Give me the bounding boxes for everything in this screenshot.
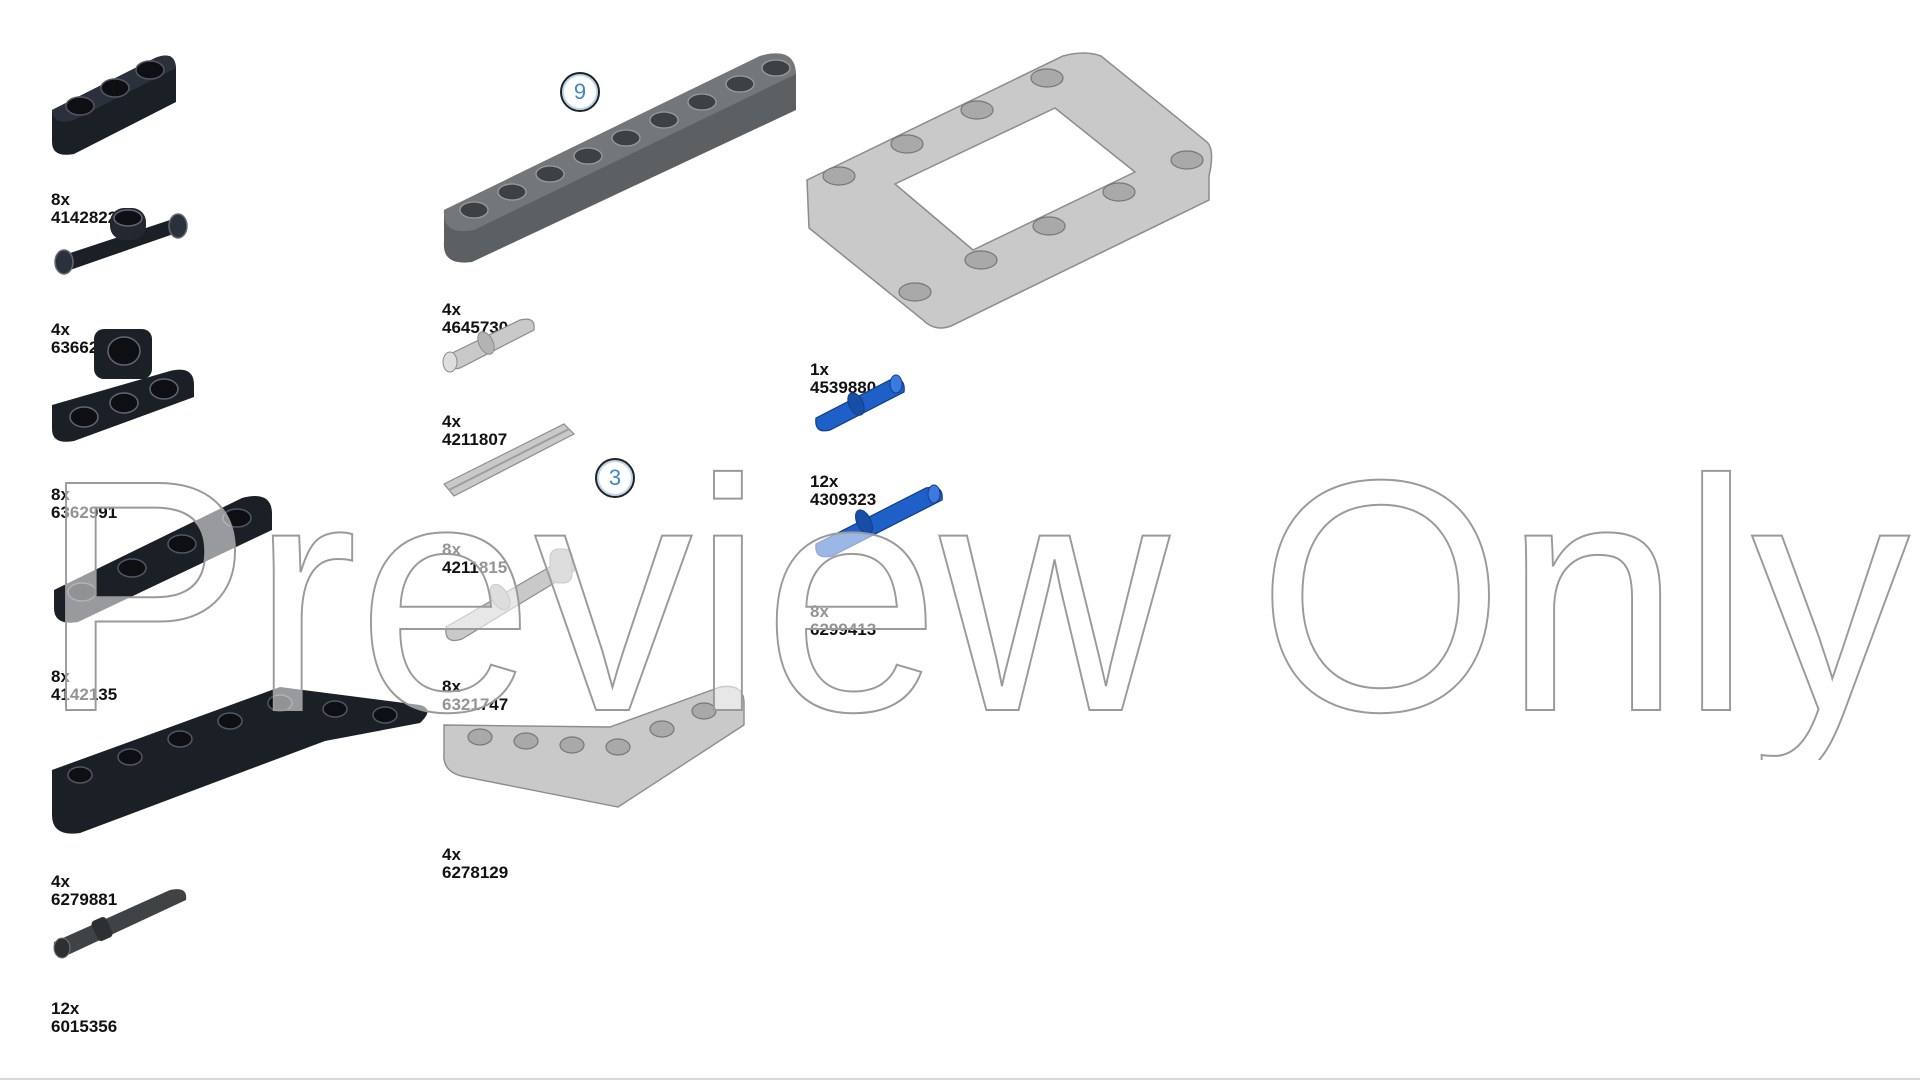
part-image-liftarm-3	[50, 50, 180, 160]
part-image-pin-long-axle	[50, 880, 190, 960]
step-badge-9: 9	[560, 72, 600, 112]
part-image-liftarm-bent-grey	[440, 685, 750, 815]
part-image-beam-long	[440, 50, 800, 265]
part-image-frame	[805, 50, 1215, 330]
bottom-divider	[0, 1078, 1920, 1080]
part-image-axle-grey	[440, 420, 580, 500]
part-image-pin-blue	[810, 370, 910, 440]
part-image-cross-block	[50, 200, 190, 280]
part-image-pin-grey	[440, 310, 540, 380]
part-image-liftarm-bent	[50, 675, 430, 835]
part-image-pin-bush	[440, 545, 590, 645]
part-image-pin-blue-long	[810, 480, 950, 565]
part-image-liftarm-long	[52, 490, 277, 625]
step-badge-3: 3	[595, 458, 635, 498]
part-image-liftarm-block	[50, 325, 200, 450]
